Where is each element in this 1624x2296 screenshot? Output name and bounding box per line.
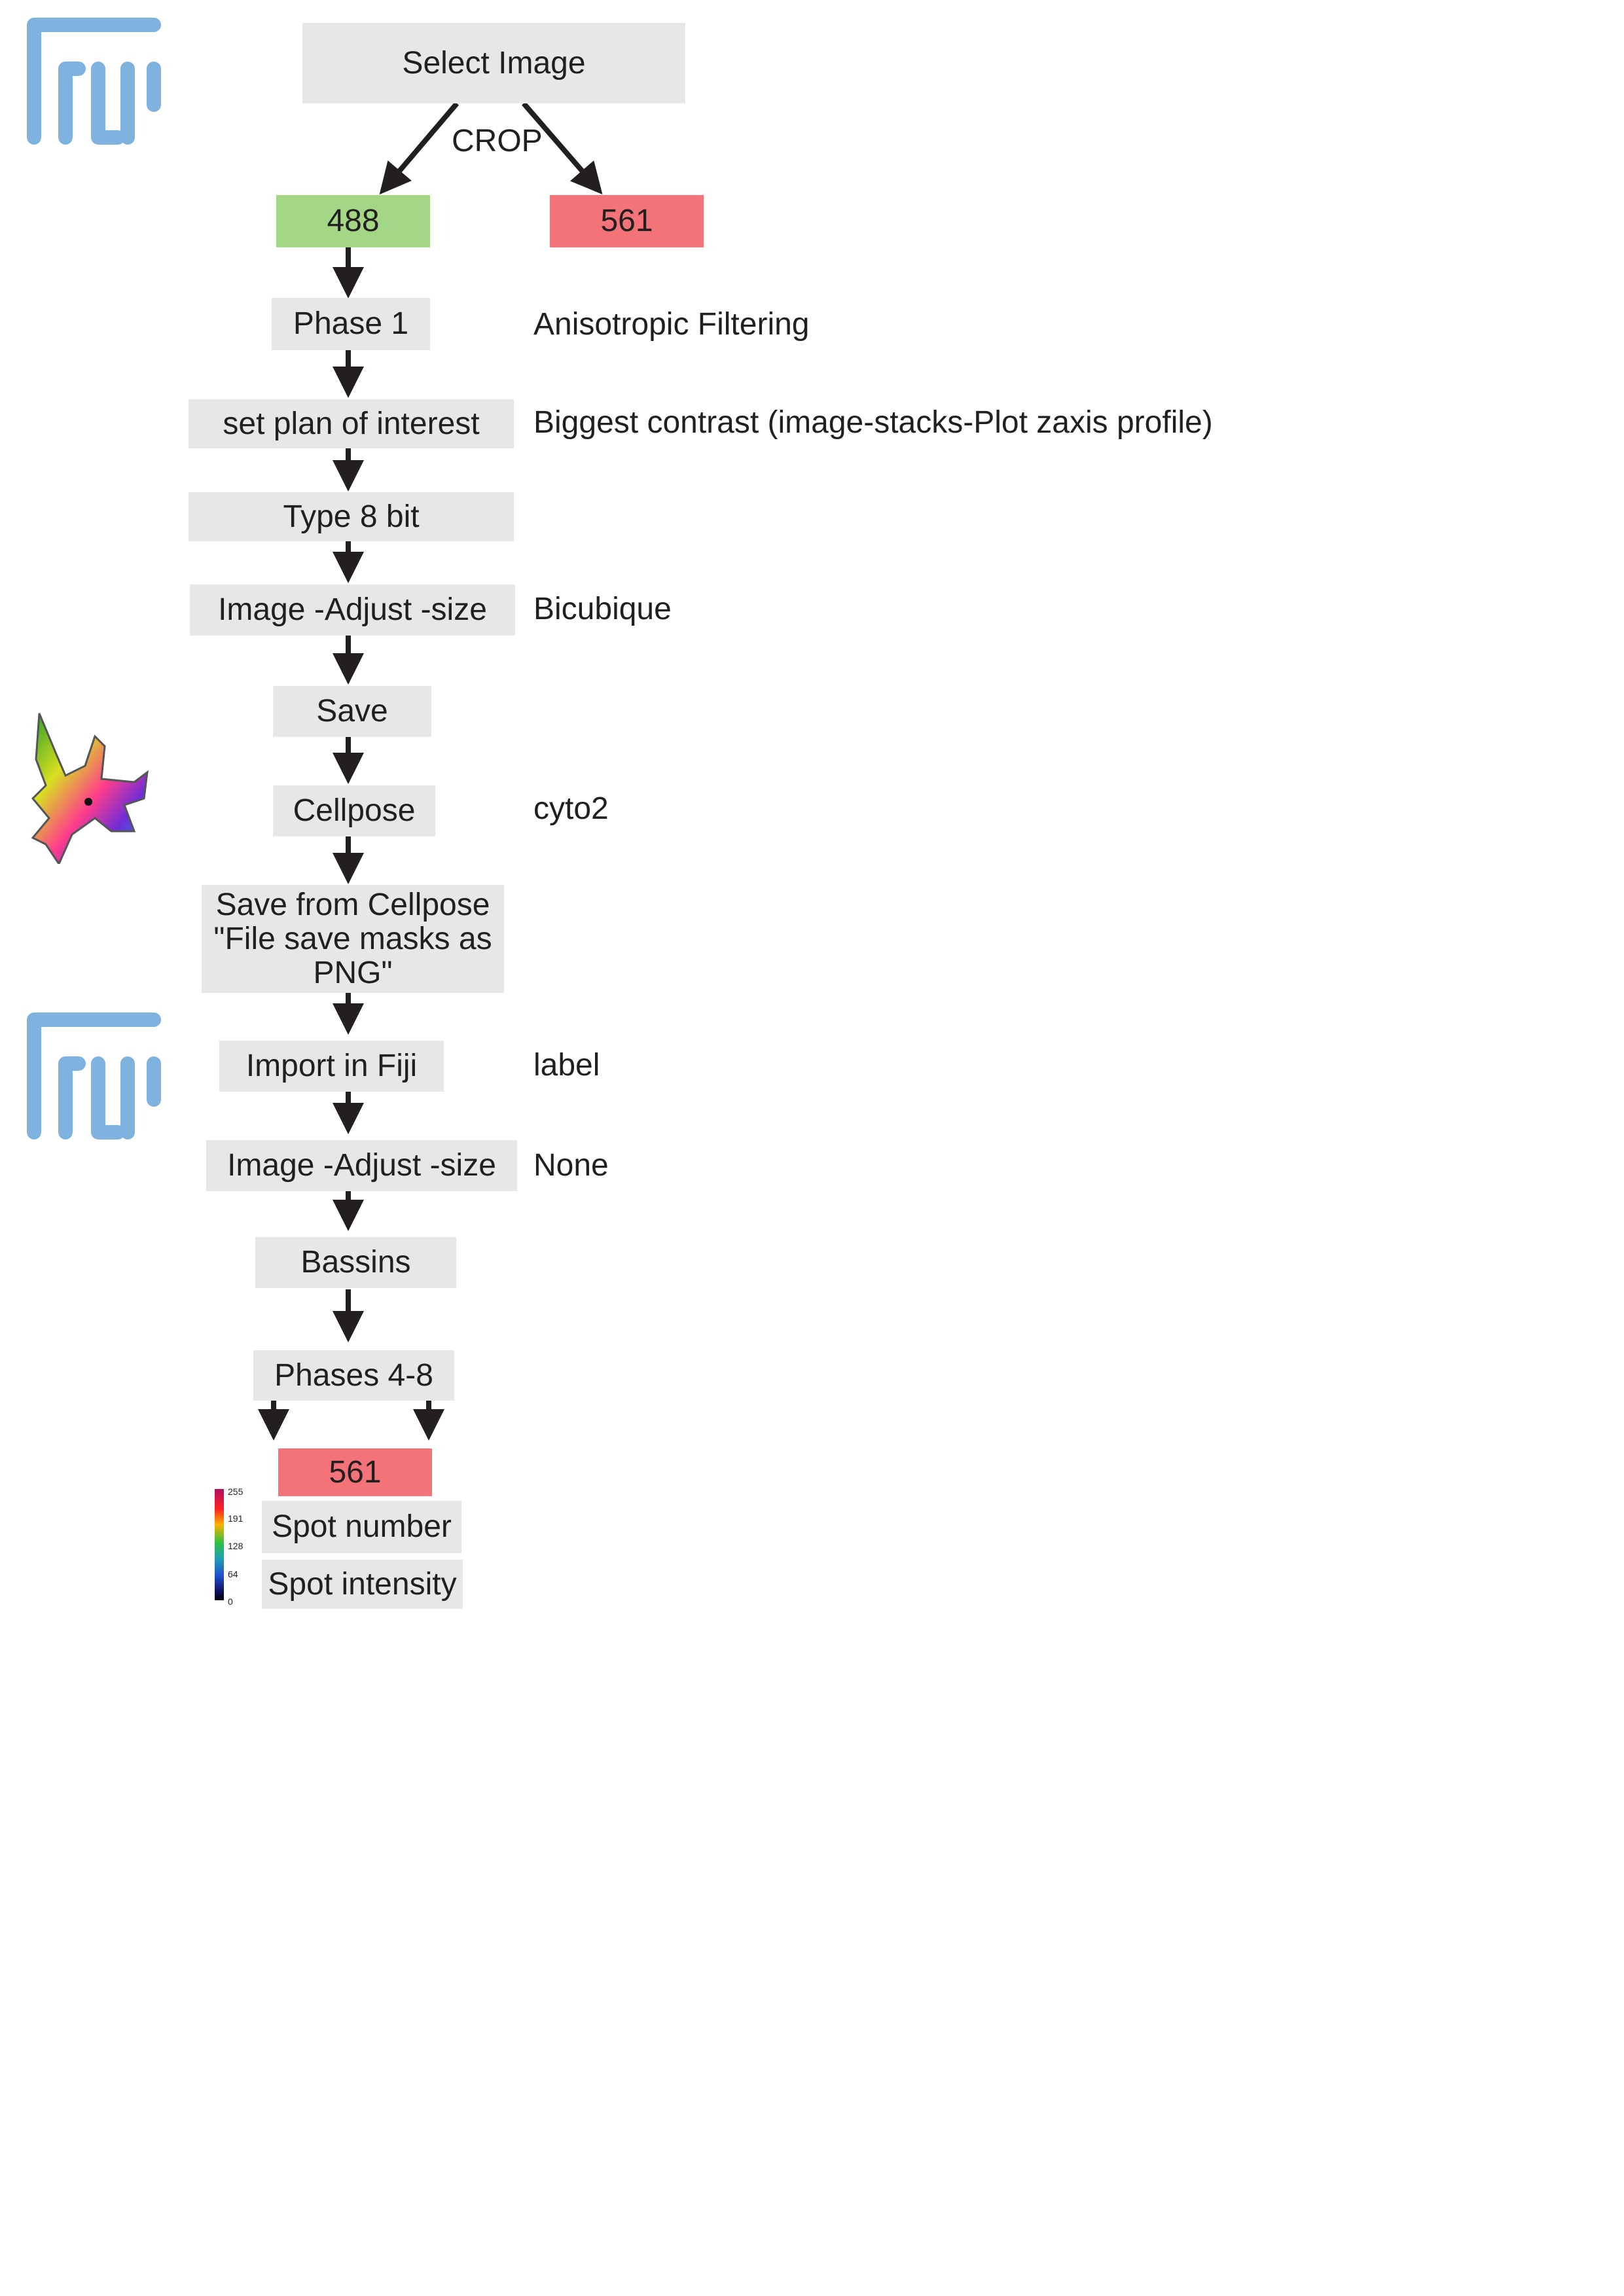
spot-intensity-box: Spot intensity — [262, 1560, 463, 1609]
anisotropic-note: Anisotropic Filtering — [533, 307, 810, 342]
cellpose-cell-icon — [31, 713, 149, 864]
cyto2-note: cyto2 — [533, 791, 609, 826]
colorbar-tick-64: 64 — [228, 1569, 238, 1579]
channel-561-box: 561 — [550, 195, 704, 247]
set-plan-box: set plan of interest — [189, 399, 514, 448]
none-note: None — [533, 1148, 609, 1183]
label-note: label — [533, 1048, 600, 1083]
bassins-box: Bassins — [255, 1237, 456, 1288]
select-image-box: Select Image — [302, 23, 685, 103]
save-from-cellpose-line-1: Save from Cellpose — [215, 887, 490, 922]
arrow-crop-right — [521, 101, 603, 195]
fiji-logo-icon — [27, 18, 161, 145]
phase1-box: Phase 1 — [272, 298, 430, 350]
save-box: Save — [273, 686, 431, 737]
save-from-cellpose-line-2: "File save masks as — [213, 921, 492, 956]
import-in-fiji-box: Import in Fiji — [219, 1041, 444, 1092]
phases-4-8-box: Phases 4-8 — [253, 1350, 454, 1401]
fiji-logo-icon — [27, 1013, 161, 1139]
save-from-cellpose-line-3: PNG" — [313, 955, 393, 990]
biggest-contrast-note: Biggest contrast (image-stacks-Plot zaxi… — [533, 405, 1213, 440]
bicubique-note: Bicubique — [533, 592, 672, 626]
colorbar-tick-255: 255 — [228, 1486, 244, 1497]
channel-488-box: 488 — [276, 195, 430, 247]
image-adjust-size-box-2: Image -Adjust -size — [206, 1140, 517, 1191]
type-8-bit-box: Type 8 bit — [189, 492, 514, 541]
colorbar — [215, 1489, 224, 1600]
spot-number-box: Spot number — [262, 1501, 461, 1553]
cellpose-box: Cellpose — [273, 785, 435, 836]
arrow-crop-left — [379, 101, 460, 195]
crop-label: CROP — [452, 124, 543, 158]
save-from-cellpose-box: Save from Cellpose "File save masks as P… — [202, 885, 504, 993]
image-adjust-size-box: Image -Adjust -size — [190, 584, 515, 636]
colorbar-tick-0: 0 — [228, 1596, 233, 1607]
output-561-box: 561 — [278, 1448, 432, 1496]
colorbar-tick-128: 128 — [228, 1541, 244, 1551]
colorbar-tick-191: 191 — [228, 1513, 244, 1524]
